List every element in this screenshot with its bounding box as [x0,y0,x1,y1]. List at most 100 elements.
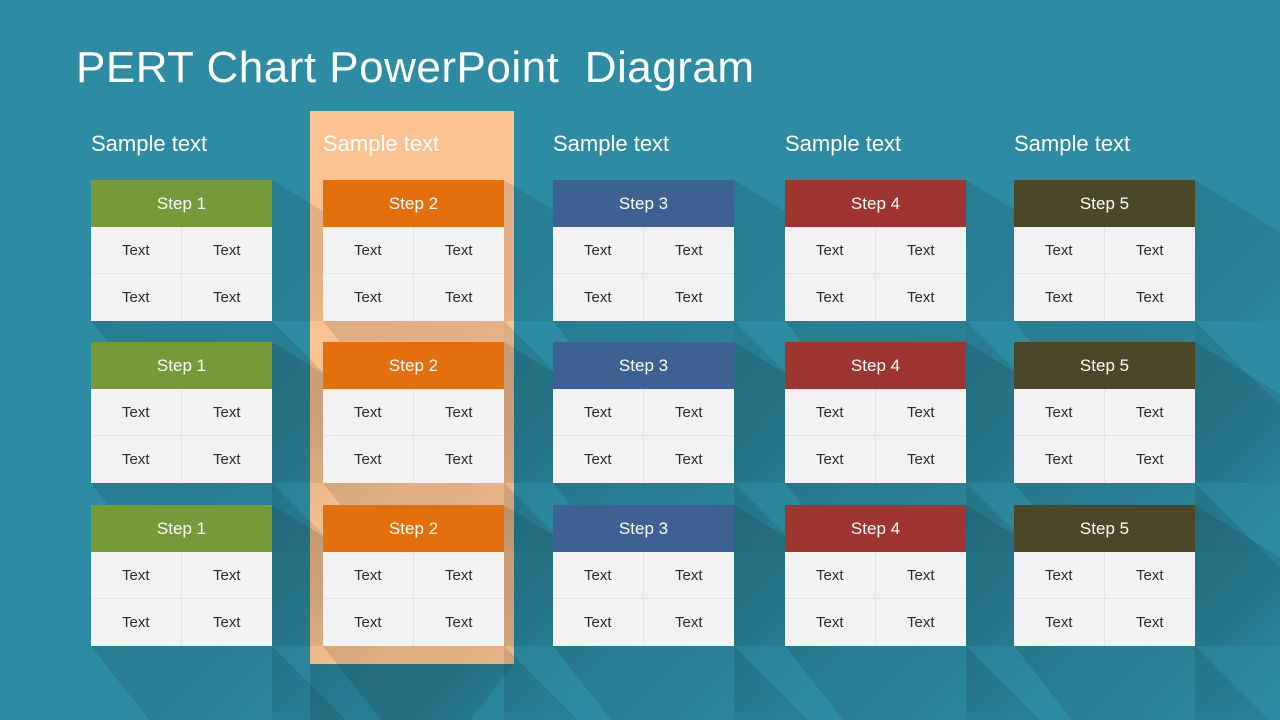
card-cell[interactable]: Text [323,436,414,483]
card-step-header[interactable]: Step 2 [323,342,504,389]
card-cell[interactable]: Text [212,614,241,631]
column-header-label: Sample text [1014,131,1131,156]
card-cell[interactable]: Text [1104,552,1195,599]
card-cell[interactable]: Text [181,552,272,599]
card-cell[interactable]: Text [413,552,504,599]
card-cell[interactable]: Text [875,227,966,274]
card-step-header[interactable]: Step 1 [91,505,272,552]
card-cell[interactable]: Text [906,614,935,631]
card-step-header[interactable]: Step 4 [785,180,966,227]
card-cell[interactable]: Text [1014,552,1105,599]
card-step-header[interactable]: Step 2 [323,505,504,552]
card-cell[interactable]: Text [1104,389,1195,436]
card-long-shadow-corner [734,646,964,720]
card-cell[interactable]: Text [91,552,182,599]
card-cell[interactable]: Text [444,614,473,631]
card-cell[interactable]: Text [323,227,414,274]
card-cell[interactable]: Text [212,451,241,468]
card-cell[interactable]: Text [1014,389,1105,436]
card-cell[interactable]: Text [785,599,876,646]
card-step-header[interactable]: Step 4 [785,505,966,552]
card-cell[interactable]: Text [785,274,876,321]
card-cell[interactable]: Text [413,389,504,436]
card-cell[interactable]: Text [553,274,644,321]
card-cell[interactable]: Text [643,552,734,599]
card-cell[interactable]: Text [785,552,876,599]
card-cell[interactable]: Text [643,227,734,274]
card-cell[interactable]: Text [553,436,644,483]
card-cell[interactable]: Text [1135,451,1164,468]
card-cell[interactable]: Text [906,289,935,306]
card-step-header[interactable]: Step 5 [1014,505,1195,552]
card-cell[interactable]: Text [906,451,935,468]
card-step-header[interactable]: Step 1 [91,180,272,227]
card-step-header[interactable]: Step 3 [553,342,734,389]
card-cell[interactable]: Text [91,599,182,646]
card-cell[interactable]: Text [323,599,414,646]
card-cell[interactable]: Text [785,389,876,436]
card-cell[interactable]: Text [91,274,182,321]
card-cell[interactable]: Text [785,227,876,274]
card-cell[interactable]: Text [181,389,272,436]
card-cell[interactable]: Text [413,227,504,274]
card-cell[interactable]: Text [91,227,182,274]
card-cell[interactable]: Text [674,451,703,468]
card-step-header[interactable]: Step 5 [1014,342,1195,389]
card-cell[interactable]: Text [875,389,966,436]
card-cell[interactable]: Text [1135,289,1164,306]
card-cell[interactable]: Text [553,227,644,274]
card-cell[interactable]: Text [444,451,473,468]
card-cell[interactable]: Text [212,289,241,306]
card-cell[interactable]: Text [643,389,734,436]
card-cell[interactable]: Text [323,389,414,436]
card-cell[interactable]: Text [323,274,414,321]
card-cell[interactable]: Text [181,227,272,274]
card-step-header[interactable]: Step 3 [553,505,734,552]
card-cell[interactable]: Text [553,552,644,599]
card-cell[interactable]: Text [1014,227,1105,274]
card-cell[interactable]: Text [875,552,966,599]
card-cell[interactable]: Text [674,614,703,631]
card-cell[interactable]: Text [1014,599,1105,646]
card-step-header[interactable]: Step 3 [553,180,734,227]
card-cell[interactable]: Text [444,289,473,306]
card-cell[interactable]: Text [323,552,414,599]
card-cell[interactable]: Text [674,289,703,306]
card-cell[interactable]: Text [553,599,644,646]
card-step-header[interactable]: Step 2 [323,180,504,227]
card-cell[interactable]: Text [91,389,182,436]
card-step-header[interactable]: Step 5 [1014,180,1195,227]
card-step-header[interactable]: Step 1 [91,342,272,389]
card-cell[interactable]: Text [1104,227,1195,274]
card-step-header[interactable]: Step 4 [785,342,966,389]
card-cell[interactable]: Text [785,436,876,483]
card-cell[interactable]: Text [1014,274,1105,321]
card-cell[interactable]: Text [553,389,644,436]
card-cell[interactable]: Text [91,436,182,483]
card-cell[interactable]: Text [1135,614,1164,631]
card-cell[interactable]: Text [1014,436,1105,483]
